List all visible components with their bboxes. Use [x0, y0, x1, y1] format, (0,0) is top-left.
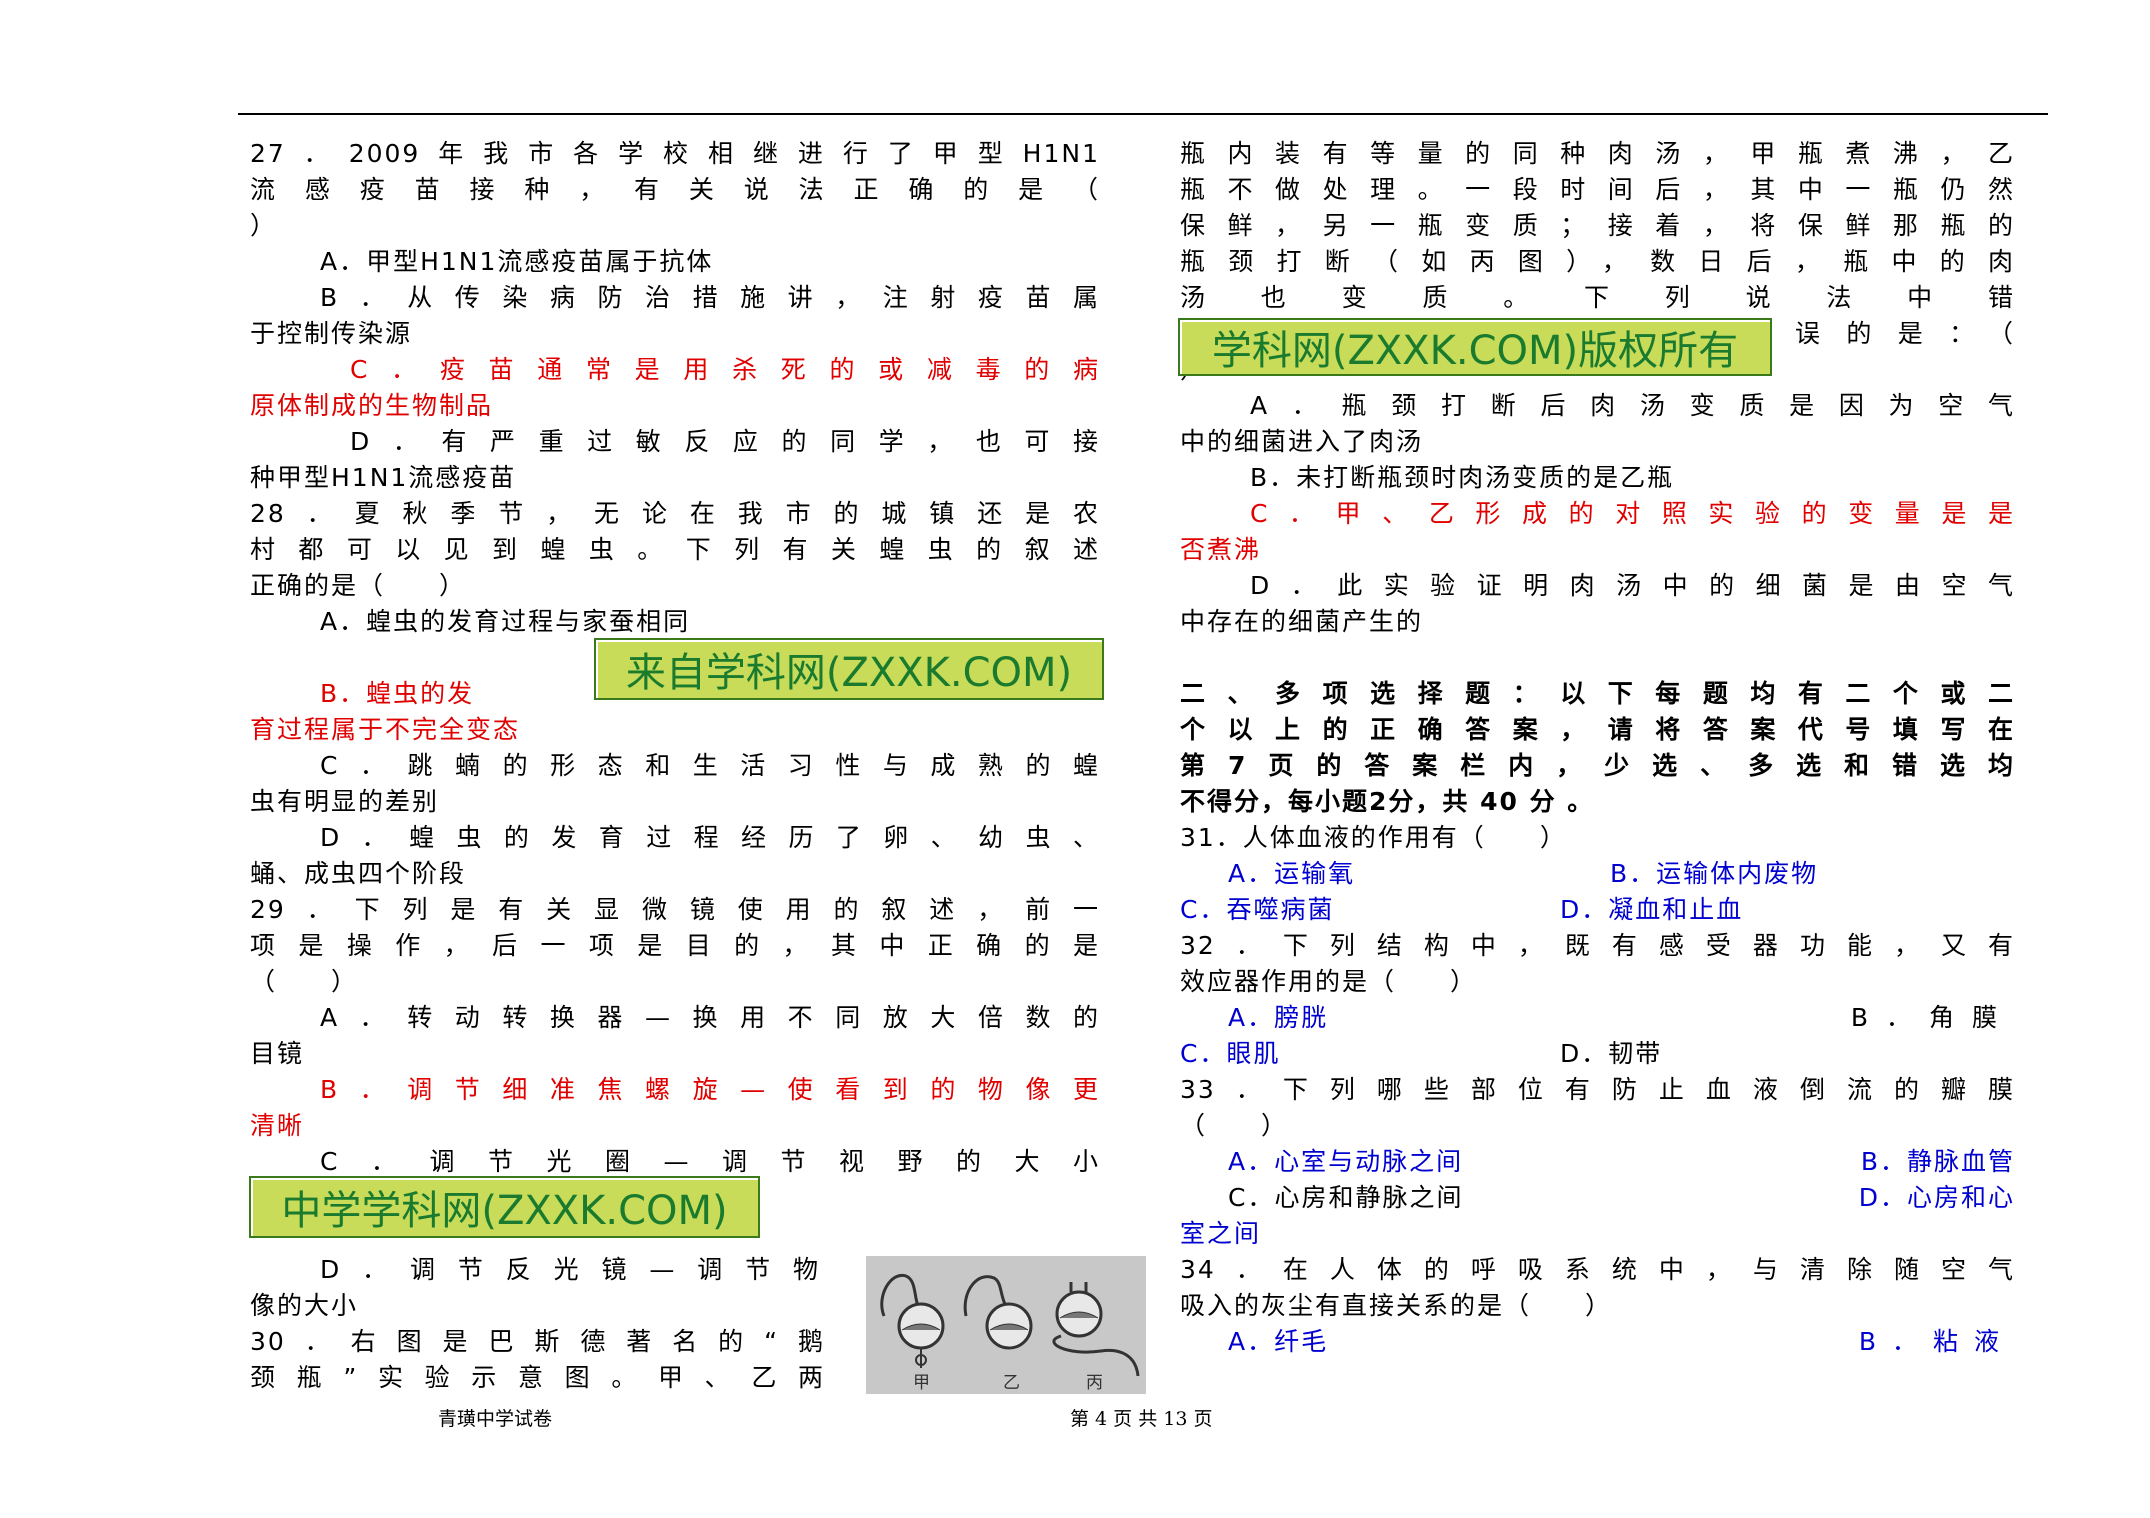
q27-option-c-answer: C．疫苗通常是用杀死的或减毒的病: [350, 355, 1100, 384]
q33-option-d: 室之间: [1180, 1219, 1262, 1248]
q28-option-d: D．蝗虫的发育过程经历了卵、幼虫、: [320, 823, 1100, 852]
q34-options-row: A．纤毛 B．粘液: [1180, 1324, 2015, 1360]
q27-option-d: D．有严重过敏反应的同学，也可接: [350, 427, 1100, 456]
q29-option-c: C．调节光圈—调节视野的大小: [320, 1147, 1100, 1176]
q30-option-d: D．此实验证明肉汤中的细菌是由空气: [1250, 571, 2015, 600]
section-two-heading: 二、多项选择题：以下每题均有二个或二: [1180, 679, 2015, 708]
q32-options-row: A．膀胱 B．角膜: [1180, 1000, 2015, 1036]
q28-option-b-answer: B．蝗虫的发: [320, 679, 475, 708]
q34-stem: 吸入的灰尘有直接关系的是（ ）: [1180, 1291, 1613, 1320]
q29-option-d: 像的大小: [250, 1291, 359, 1320]
q27-option-b: 于控制传染源: [250, 319, 413, 348]
flask-illustration: [880, 1273, 1140, 1377]
q28-stem-line: 正确的是（ ）: [250, 571, 467, 600]
q27-option-a: A．甲型H1N1流感疫苗属于抗体: [320, 247, 714, 276]
q27-stem-line: 流感疫苗接种，有关说法正确的是（: [250, 175, 1100, 204]
q32-option-d: D．韧带: [1560, 1039, 1663, 1068]
q31-options-row: A．运输氧 B．运输体内废物: [1180, 856, 2015, 892]
q28-option-a: A．蝗虫的发育过程与家蚕相同: [320, 607, 691, 636]
q29-stem-line: （ ）: [250, 967, 359, 996]
watermark-banner: 来自学科网(ZXXK.COM): [594, 638, 1104, 700]
q28-option-c: C．跳蝻的形态和生活习性与成熟的蝗: [320, 751, 1100, 780]
q31-option-a: A．运输氧: [1228, 859, 1356, 888]
q30-option-a: A．瓶颈打断后肉汤变质是因为空气: [1250, 391, 2015, 420]
q30-stem-line: 保鲜，另一瓶变质；接着，将保鲜那瓶的: [1180, 211, 2015, 240]
q31-stem: 31．人体血液的作用有（ ）: [1180, 823, 1567, 852]
q33-option-a: A．心室与动脉之间: [1228, 1147, 1464, 1176]
q31-option-c: C．吞噬病菌: [1180, 895, 1335, 924]
q29-option-b-answer: 清晰: [250, 1111, 305, 1140]
q29-option-d: D．调节反光镜—调节物: [320, 1255, 820, 1284]
footer-page-number: 第 4 页 共 13 页: [1070, 1408, 1213, 1430]
q27-option-d: 种甲型H1N1流感疫苗: [250, 463, 517, 492]
q27-stem-line: ）: [250, 211, 278, 240]
right-column: 瓶内装有等量的同种肉汤，甲瓶煮沸，乙 瓶不做处理。一段时间后，其中一瓶仍然 保鲜…: [1180, 136, 2015, 1360]
watermark-text: 来自学科网(ZXXK.COM): [625, 650, 1073, 696]
watermark-text: 中学学科网(ZXXK.COM): [281, 1188, 728, 1234]
q32-stem: 32．下列结构中，既有感受器功能，又有: [1180, 931, 2015, 960]
watermark-banner: 中学学科网(ZXXK.COM): [249, 1176, 760, 1238]
q31-option-d: D．凝血和止血: [1560, 895, 1744, 924]
q33-option-c: C．心房和静脉之间: [1228, 1183, 1464, 1212]
figure-label-jia: 甲: [913, 1373, 930, 1393]
figure-label-bing: 丙: [1086, 1373, 1103, 1393]
section-two-heading: 不得分，每小题2分，共 40 分 。: [1180, 787, 1595, 816]
q30-option-b: B．未打断瓶颈时肉汤变质的是乙瓶: [1250, 463, 1675, 492]
q31-option-b: B．运输体内废物: [1610, 859, 1819, 888]
q28-stem-line: 村都可以见到蝗虫。下列有关蝗虫的叙述: [250, 535, 1100, 564]
q29-stem-line: 项是操作，后一项是目的，其中正确的是: [250, 931, 1100, 960]
q30-option-a: 中的细菌进入了肉汤: [1180, 427, 1424, 456]
q32-option-c: C．眼肌: [1180, 1039, 1281, 1068]
q32-stem: 效应器作用的是（ ）: [1180, 967, 1478, 996]
q32-option-a: A．膀胱: [1228, 1003, 1329, 1032]
q28-stem-line: 28．夏秋季节，无论在我市的城镇还是农: [250, 499, 1100, 528]
q33-options-row: C．心房和静脉之间 D．心房和心: [1180, 1180, 2015, 1216]
section-two-heading: 个以上的正确答案，请将答案代号填写在: [1180, 715, 2015, 744]
q30-stem-line: 颈瓶”实验示意图。甲、乙两: [250, 1363, 825, 1392]
watermark-text: 学科网(ZXXK.COM)版权所有: [1211, 328, 1739, 374]
q29-option-b-answer: B．调节细准焦螺旋—使看到的物像更: [320, 1075, 1100, 1104]
q34-option-a: A．纤毛: [1228, 1327, 1329, 1356]
q33-stem: （ ）: [1180, 1111, 1289, 1140]
q30-option-c-answer: 否煮沸: [1180, 535, 1262, 564]
q32-option-b: B．角膜: [1850, 1003, 2015, 1032]
q30-stem-line: 误的是：（: [1795, 319, 2015, 348]
q27-option-b: B．从传染病防治措施讲，注射疫苗属: [320, 283, 1100, 312]
watermark-banner: 学科网(ZXXK.COM)版权所有: [1178, 318, 1772, 376]
q28-option-b-answer: 育过程属于不完全变态: [250, 715, 521, 744]
footer-school-name: 青璜中学试卷: [438, 1408, 553, 1430]
q30-option-c-answer: C．甲、乙形成的对照实验的变量是是: [1250, 499, 2015, 528]
q29-option-a: 目镜: [250, 1039, 305, 1068]
q33-options-row: A．心室与动脉之间 B．静脉血管: [1180, 1144, 2015, 1180]
q33-stem: 33．下列哪些部位有防止血液倒流的瓣膜: [1180, 1075, 2015, 1104]
q29-option-a: A．转动转换器—换用不同放大倍数的: [320, 1003, 1100, 1032]
figure-label-yi: 乙: [1003, 1373, 1020, 1393]
header-rule: [238, 113, 2048, 115]
q31-options-row: C．吞噬病菌 D．凝血和止血: [1180, 892, 2015, 928]
swan-neck-flask-figure: 甲 乙 丙: [866, 1256, 1146, 1394]
q30-stem-line: 瓶内装有等量的同种肉汤，甲瓶煮沸，乙: [1180, 139, 2015, 168]
q30-option-d: 中存在的细菌产生的: [1180, 607, 1424, 636]
section-two-heading: 第7页的答案栏内，少选、多选和错选均: [1180, 751, 2015, 780]
q28-option-c: 虫有明显的差别: [250, 787, 440, 816]
q34-stem: 34．在人体的呼吸系统中，与清除随空气: [1180, 1255, 2015, 1284]
q30-stem-line: 汤也变质。下列说法中错: [1180, 283, 2015, 312]
q28-option-d: 蛹、成虫四个阶段: [250, 859, 467, 888]
q30-stem-line: 瓶颈打断（如丙图），数日后，瓶中的肉: [1180, 247, 2015, 276]
q32-options-row: C．眼肌 D．韧带: [1180, 1036, 2015, 1072]
q29-stem-line: 29．下列是有关显微镜使用的叙述，前一: [250, 895, 1100, 924]
q27-option-c-answer: 原体制成的生物制品: [250, 391, 494, 420]
q34-option-b: B．粘液: [1858, 1327, 2015, 1356]
q33-option-d: D．心房和心: [1858, 1183, 2015, 1212]
left-column: 27．2009年我市各学校相继进行了甲型H1N1 流感疫苗接种，有关说法正确的是…: [250, 136, 1100, 1396]
q33-option-b: B．静脉血管: [1860, 1147, 2015, 1176]
q30-stem-line: 瓶不做处理。一段时间后，其中一瓶仍然: [1180, 175, 2015, 204]
q27-stem-line: 27．2009年我市各学校相继进行了甲型H1N1: [250, 139, 1100, 168]
q30-stem-line: 30．右图是巴斯德著名的“鹅: [250, 1327, 825, 1356]
